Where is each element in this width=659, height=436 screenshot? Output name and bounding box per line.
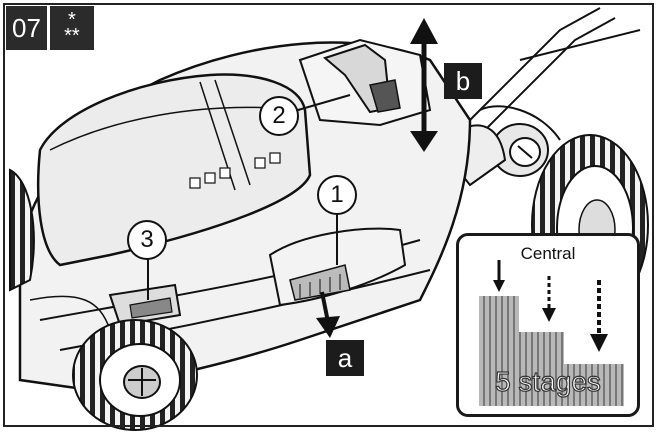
callout-1: 1 bbox=[317, 175, 357, 215]
callout-2: 2 bbox=[259, 96, 299, 136]
step-note: * ** bbox=[50, 6, 94, 50]
inset-title: Central bbox=[459, 244, 637, 264]
callout-3: 3 bbox=[127, 220, 167, 260]
stages-inset: Central 5 stages bbox=[456, 233, 640, 417]
label-a: a bbox=[326, 340, 364, 376]
step-note-line2: ** bbox=[50, 28, 94, 44]
step-badge: 07 * ** bbox=[6, 6, 94, 50]
label-b: b bbox=[444, 63, 482, 99]
inset-stages-text: 5 stages bbox=[459, 366, 637, 398]
step-number: 07 bbox=[6, 6, 47, 50]
